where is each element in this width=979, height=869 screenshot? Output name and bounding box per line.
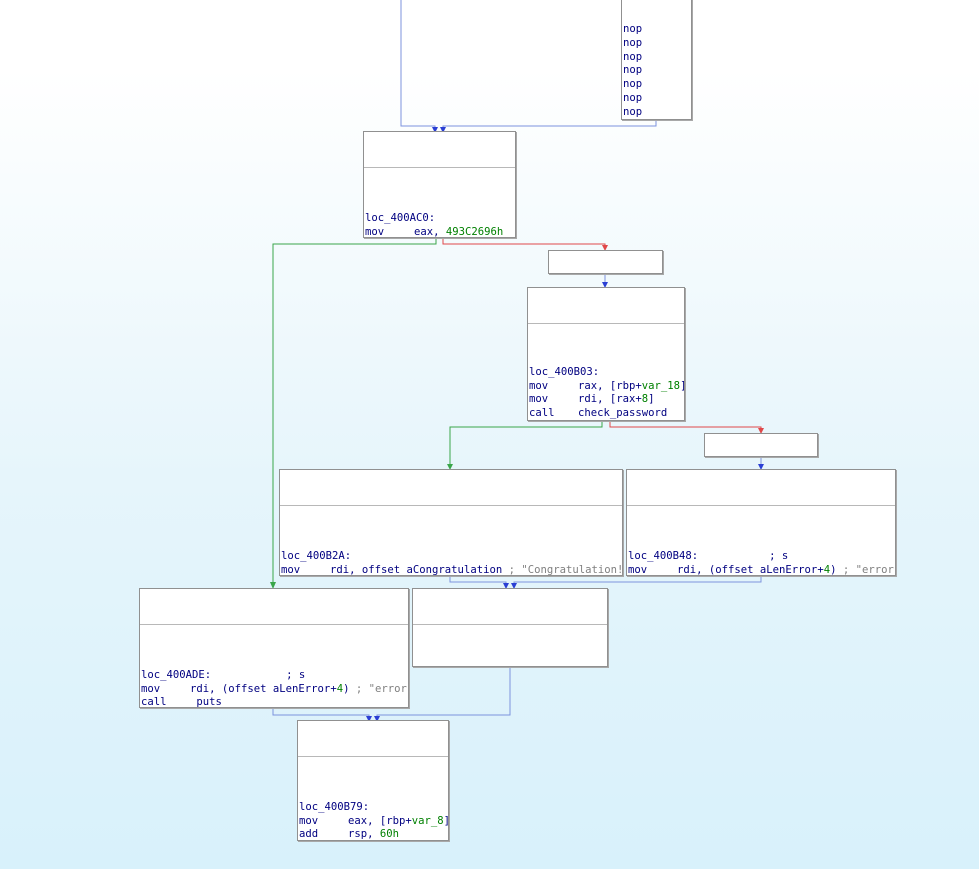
mnemonic: mov xyxy=(281,563,301,576)
comment: ; "error" xyxy=(355,682,409,695)
comment: ; "Congratulation!" xyxy=(508,563,623,576)
node-loc-400B2A[interactable]: loc_400B2A:mov rdi, offset aCongratulatio… xyxy=(279,469,623,576)
label-text: loc_400AC0: xyxy=(365,211,436,224)
node-header xyxy=(364,159,515,169)
node-loc-400B66[interactable]: loc_400B66:mov[rbp+var_80], mov[rbp+var_… xyxy=(412,588,608,667)
label-text: loc_400B2A: xyxy=(281,549,352,562)
arrow-head xyxy=(758,428,764,434)
arrow-head xyxy=(602,245,608,251)
operand-suffix: ] xyxy=(680,380,684,392)
mnemonic: mov xyxy=(529,379,549,392)
instruction-nop[interactable]: nop xyxy=(623,119,691,120)
arrow-head xyxy=(758,464,764,470)
arrow-head xyxy=(270,582,276,589)
operand: rax, [rbp+ xyxy=(578,379,642,392)
node-header xyxy=(298,748,448,758)
node-loc-400B79[interactable]: loc_400B79:mov eax, [rbp+var_8] add rsp, 60… xyxy=(297,720,449,841)
instruction-line[interactable]: mov eax, 493C2696h xyxy=(365,225,515,238)
mnemonic: mov xyxy=(529,393,549,406)
operand-number: 4 xyxy=(336,682,344,695)
operand-number: 4 xyxy=(823,563,831,576)
mnemonic: call xyxy=(141,696,167,708)
node-header xyxy=(413,616,607,626)
mnemonic: mov xyxy=(299,814,319,827)
operand-suffix: ] xyxy=(444,815,448,827)
arrow-head xyxy=(503,583,517,589)
instruction-line[interactable]: call check_password xyxy=(529,406,684,420)
node-jmp-loc-400B48[interactable]: jmploc_400B48 xyxy=(704,433,818,457)
instruction-line[interactable]: mov rdi, (offset aLenError+4) ; "error" xyxy=(141,683,408,697)
operand-suffix: ) xyxy=(343,682,356,695)
node-header xyxy=(140,616,408,626)
mnemonic: mov xyxy=(365,225,385,238)
instruction-line[interactable]: mov rax, [rbp+var_18] xyxy=(529,380,684,394)
operand-variable: var_18 xyxy=(641,379,681,392)
node-header xyxy=(280,497,622,507)
node-header xyxy=(528,315,684,325)
operand: rdi, offset aCongratulation xyxy=(330,563,509,576)
node-nop-block[interactable]: nopnopnopnopnopnopnopnopnop xyxy=(621,0,692,120)
instruction-nop[interactable]: nop xyxy=(623,78,643,91)
operand: rdi, (offset aLenError+ xyxy=(677,563,824,576)
instruction-line[interactable]: mov rdi, (offset aLenError+4) ; "error" xyxy=(628,563,896,576)
instruction-line[interactable]: add rsp, 60h xyxy=(299,828,448,841)
operand-number: 493C2696h xyxy=(445,225,504,238)
operand: rdi, [rax+ xyxy=(578,393,642,406)
mnemonic: call xyxy=(529,406,555,419)
label-text: loc_400B79: xyxy=(299,800,370,813)
block-label[interactable]: loc_400B48: ; s xyxy=(628,550,895,564)
comment: ; "error" xyxy=(842,563,896,576)
instruction-line[interactable]: mov eax, [rbp+var_8] xyxy=(299,815,448,829)
operand: _puts xyxy=(190,696,222,708)
instruction-line[interactable]: mov rdi, offset aCongratulation ; "Congra… xyxy=(281,563,623,576)
mnemonic: mov xyxy=(141,682,161,695)
mnemonic: add xyxy=(299,828,319,841)
edge-true-400B2A xyxy=(449,421,603,468)
arrow-head xyxy=(447,464,453,470)
label-text: loc_400ADE: xyxy=(141,668,212,681)
arrow-head xyxy=(602,282,608,288)
instruction-line[interactable]: mov rdi, [rax+8] xyxy=(529,393,684,407)
node-jmp-loc-400B03[interactable]: jmploc_400B03 xyxy=(548,250,663,274)
instruction-nop[interactable]: nop xyxy=(623,37,643,50)
operand: rsp, xyxy=(348,828,380,841)
operand-number: 8 xyxy=(641,393,649,406)
label-comment: ; s xyxy=(769,549,789,562)
edge-true-400ADE xyxy=(272,238,437,587)
mnemonic: mov xyxy=(628,563,648,576)
instruction-line[interactable]: call _puts xyxy=(141,696,408,708)
instruction-nop[interactable]: nop xyxy=(623,64,643,77)
operand-suffix: ] xyxy=(648,393,655,406)
instruction-nop[interactable]: nop xyxy=(623,91,643,104)
block-label[interactable]: loc_400AC0: xyxy=(365,212,515,226)
instruction-nop[interactable]: nop xyxy=(623,105,643,118)
node-loc-400B48[interactable]: loc_400B48: ; s mov rdi, (offset aLenError+… xyxy=(626,469,896,576)
node-loc-400ADE[interactable]: loc_400ADE: ; s mov rdi, (offset aLenError+… xyxy=(139,588,409,708)
block-label[interactable]: loc_400ADE: ; s xyxy=(141,669,408,683)
operand-variable: var_8 xyxy=(411,814,444,827)
operand: eax, [rbp+ xyxy=(348,814,412,827)
instruction-nop[interactable]: nop xyxy=(623,23,643,36)
operand-suffix: ) xyxy=(830,563,843,576)
node-header xyxy=(627,497,895,507)
instruction-nop[interactable]: nop xyxy=(623,50,643,63)
operand-number: 60h xyxy=(379,828,400,841)
label-text: loc_400B48: xyxy=(628,549,699,562)
label-text: loc_400B03: xyxy=(529,365,600,378)
block-label[interactable]: loc_400B03: xyxy=(529,366,684,380)
label-comment: ; s xyxy=(286,668,306,681)
operand: rdi, (offset aLenError+ xyxy=(190,682,337,695)
block-label[interactable]: loc_400B2A: xyxy=(281,550,622,564)
block-label[interactable]: loc_400B79: xyxy=(299,801,448,815)
operand: eax, xyxy=(414,225,446,238)
operand: check_password xyxy=(578,406,668,419)
